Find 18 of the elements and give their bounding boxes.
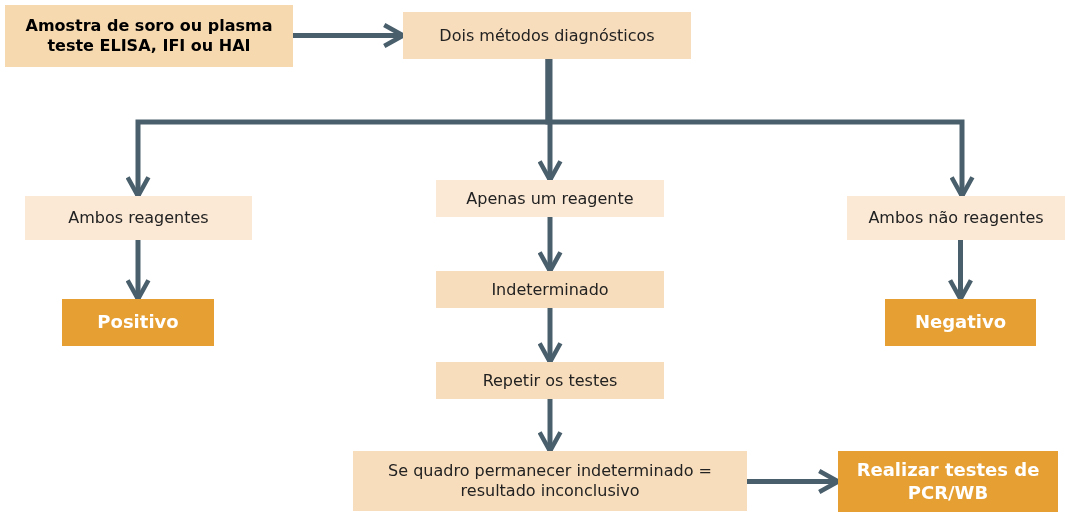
process-box: Se quadro permanecer indeterminado = resultado inconclusivo (353, 451, 747, 511)
arrow (537, 399, 563, 454)
process-box: Ambos reagentes (25, 196, 252, 240)
arrow (125, 240, 151, 302)
result-box: Positivo (62, 299, 214, 346)
process-box: Ambos não reagentes (847, 196, 1065, 240)
process-box: Amostra de soro ou plasma teste ELISA, IFI ou HAI (5, 5, 293, 67)
process-box: Indeterminado (436, 271, 664, 308)
result-box: Realizar testes de PCR/WB (838, 451, 1058, 512)
arrow (537, 217, 563, 274)
process-box: Apenas um reagente (436, 180, 664, 217)
process-box: Dois métodos diagnósticos (403, 12, 691, 59)
arrow (537, 59, 563, 183)
arrow (947, 240, 974, 302)
process-box: Repetir os testes (436, 362, 664, 399)
arrow (545, 59, 975, 199)
result-box: Negativo (885, 299, 1036, 346)
arrow (537, 308, 563, 365)
